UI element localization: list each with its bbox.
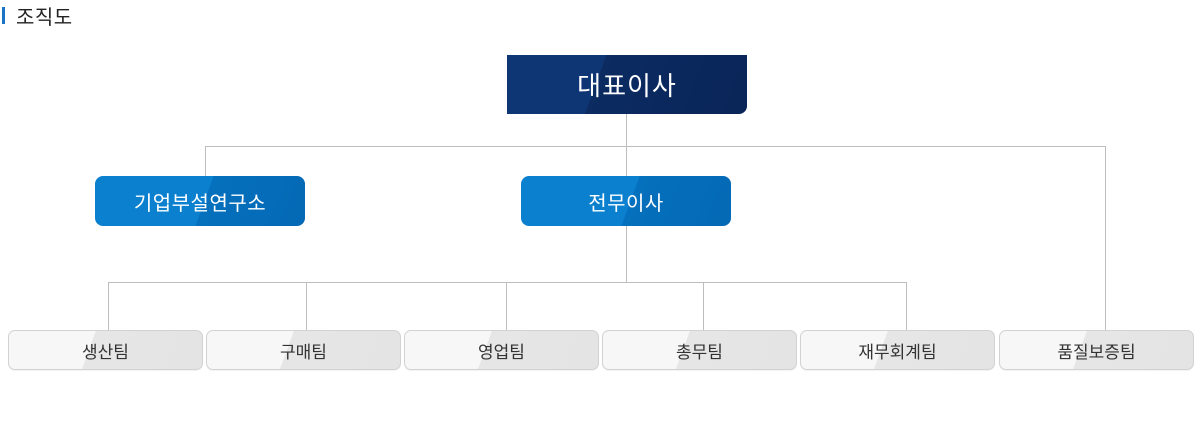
heading-accent-bar [2,6,5,24]
node-executive-director-label: 전무이사 [588,190,664,215]
node-executive-director: 전무이사 [521,176,731,226]
node-team-label: 품질보증팀 [1057,342,1136,363]
page-title: 조직도 [16,4,73,29]
node-team-label: 생산팀 [82,342,129,363]
node-team-label: 총무팀 [676,342,723,363]
node-team-purchasing: 구매팀 [206,330,401,370]
node-team-finance-accounting: 재무회계팀 [800,330,995,370]
node-team-quality-assurance: 품질보증팀 [999,330,1194,370]
node-team-label: 영업팀 [478,342,525,363]
node-ceo-label: 대표이사 [577,72,677,102]
node-ceo: 대표이사 [507,55,747,114]
node-team-production: 생산팀 [8,330,203,370]
page-heading: 조직도 [0,0,73,30]
node-team-sales: 영업팀 [404,330,599,370]
node-team-general-affairs: 총무팀 [602,330,797,370]
node-research-lab: 기업부설연구소 [95,176,305,226]
node-team-label: 구매팀 [280,342,327,363]
node-team-label: 재무회계팀 [858,342,937,363]
node-research-lab-label: 기업부설연구소 [133,190,267,215]
